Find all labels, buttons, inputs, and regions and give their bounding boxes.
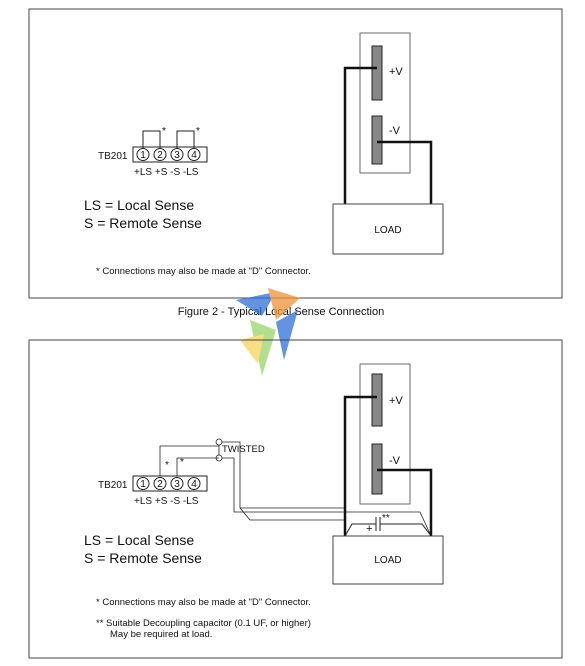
legend-local-sense: LS = Local Sense bbox=[84, 197, 194, 213]
positive-terminal-plate bbox=[371, 45, 383, 101]
sense-mark-1: * bbox=[165, 460, 169, 471]
capacitor-mark: ** bbox=[382, 513, 390, 524]
negative-load-wire bbox=[377, 140, 433, 204]
terminal-circles: 1 2 3 4 bbox=[136, 477, 201, 490]
terminal-2-number: 2 bbox=[157, 479, 163, 490]
jumper-mark-1: * bbox=[162, 126, 166, 137]
terminal-4-number: 4 bbox=[191, 150, 197, 161]
jumper-ls-s-positive bbox=[142, 130, 161, 148]
terminal-labels: +LS +S -S -LS bbox=[134, 496, 199, 507]
watermark-logo bbox=[236, 288, 300, 376]
positive-terminal-plate bbox=[371, 373, 383, 427]
capacitor-note-continued: May be required at load. bbox=[110, 629, 212, 640]
terminal-3-number: 3 bbox=[174, 479, 180, 490]
positive-load-wire bbox=[343, 395, 377, 536]
terminal-block-name: TB201 bbox=[98, 480, 128, 491]
terminal-3 bbox=[170, 148, 184, 161]
terminal-labels: +LS +S -S -LS bbox=[134, 167, 199, 178]
sense-line-to-positive bbox=[222, 441, 345, 509]
capacitor-lead-right bbox=[380, 523, 432, 537]
connection-note: * Connections may also be made at "D" Co… bbox=[96, 597, 311, 608]
logo-yellow-shape bbox=[240, 334, 264, 364]
twisted-label: TWISTED bbox=[222, 444, 265, 455]
terminal-2-number: 2 bbox=[157, 150, 163, 161]
negative-voltage-label: -V bbox=[389, 455, 401, 467]
positive-load-wire bbox=[343, 66, 377, 204]
positive-voltage-label: +V bbox=[389, 395, 403, 407]
terminal-1 bbox=[136, 148, 150, 161]
terminal-block bbox=[132, 146, 208, 163]
terminal-2 bbox=[153, 148, 167, 161]
logo-green-shape bbox=[250, 320, 276, 376]
legend-remote-sense: S = Remote Sense bbox=[84, 215, 202, 231]
logo-blue-shape-2 bbox=[276, 310, 298, 360]
load-box bbox=[332, 203, 444, 255]
jumper-mark-2: * bbox=[196, 126, 200, 137]
terminal-4 bbox=[187, 477, 201, 490]
figure-1: +V -V LOAD TB201 1 2 3 4 * * +LS +S -S -… bbox=[28, 8, 563, 299]
jumper-ls-s-negative bbox=[176, 130, 195, 148]
terminal-3-number: 3 bbox=[174, 150, 180, 161]
power-supply-outline bbox=[359, 363, 411, 505]
logo-orange-shape bbox=[268, 288, 300, 320]
capacitor-note: ** Suitable Decoupling capacitor (0.1 UF… bbox=[96, 618, 311, 629]
connection-note: * Connections may also be made at "D" Co… bbox=[96, 266, 311, 277]
terminal-3 bbox=[170, 477, 184, 490]
sense-mark-2: * bbox=[180, 457, 184, 468]
terminal-1-number: 1 bbox=[140, 150, 146, 161]
load-box bbox=[332, 535, 444, 585]
terminal-block-name: TB201 bbox=[98, 151, 128, 162]
sense-line-return bbox=[239, 507, 345, 521]
negative-load-wire bbox=[377, 468, 433, 536]
negative-voltage-label: -V bbox=[389, 125, 401, 137]
sense-wire-negative bbox=[176, 457, 219, 476]
logo-blue-shape bbox=[236, 292, 276, 316]
terminal-block bbox=[132, 475, 208, 492]
load-label: LOAD bbox=[374, 555, 401, 566]
load-label: LOAD bbox=[374, 225, 401, 236]
terminal-1-number: 1 bbox=[140, 479, 146, 490]
figure-2: +V -V LOAD + ** TWISTED TB201 bbox=[28, 339, 563, 659]
terminal-1 bbox=[136, 477, 150, 490]
terminal-4 bbox=[187, 148, 201, 161]
capacitor-plus: + bbox=[366, 523, 372, 535]
power-supply-outline bbox=[359, 32, 411, 174]
terminal-4-number: 4 bbox=[191, 479, 197, 490]
terminal-2 bbox=[153, 477, 167, 490]
terminal-circles: 1 2 3 4 bbox=[136, 148, 201, 161]
legend-local-sense: LS = Local Sense bbox=[84, 532, 194, 548]
figure-2-frame bbox=[28, 339, 563, 659]
sense-wire-positive bbox=[159, 445, 219, 476]
capacitor-lead-left bbox=[344, 523, 376, 537]
negative-terminal-plate bbox=[371, 115, 383, 165]
positive-voltage-label: +V bbox=[389, 66, 403, 78]
sense-line-to-negative bbox=[222, 457, 432, 537]
legend-remote-sense: S = Remote Sense bbox=[84, 550, 202, 566]
